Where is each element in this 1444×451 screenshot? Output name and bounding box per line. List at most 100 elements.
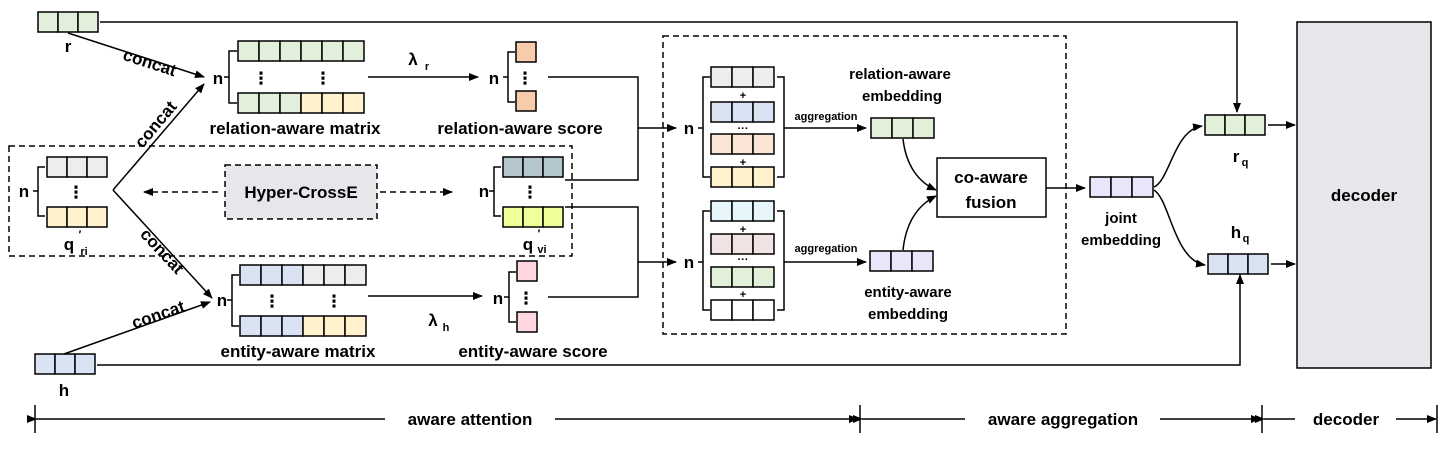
entity-stack-plus-1: + — [740, 224, 746, 236]
concat-label-r: concat — [121, 45, 179, 80]
vector-cell — [731, 166, 754, 188]
vector-cell — [300, 40, 323, 62]
relation-embedding-label-1: relation-aware — [849, 66, 951, 83]
relation-matrix-n: n — [213, 69, 223, 88]
lambda-r-subscript: r — [425, 61, 430, 73]
relation-matrix-row-top — [237, 40, 365, 62]
vector-cell — [1089, 176, 1112, 198]
vector-cell — [891, 117, 914, 139]
arrow-r-to-rq — [100, 21, 1241, 113]
vector-cell — [1247, 253, 1269, 275]
vector-cell — [54, 353, 76, 375]
vector-cell — [323, 264, 346, 286]
vector-cell — [321, 40, 344, 62]
relation-aware-embedding-vector — [870, 117, 935, 139]
entity-score-ellipsis: ⋮ — [518, 289, 535, 308]
relation-matrix-ellipsis-2: ⋮ — [315, 69, 332, 88]
vector-cell — [870, 117, 893, 139]
vector-cell — [323, 315, 346, 337]
vector-cell — [258, 40, 281, 62]
qri-row-top — [46, 156, 108, 178]
arrow-qvi-to-relation-aggregation — [565, 128, 639, 181]
vector-cell — [752, 101, 775, 123]
relation-stack-row-1 — [710, 66, 775, 88]
vector-cell — [239, 315, 262, 337]
vector-cell — [86, 206, 108, 228]
vector-cell — [344, 315, 367, 337]
relation-stack-plus-2: + — [740, 157, 746, 169]
qri-bracket — [33, 166, 45, 217]
qvi-row-bottom — [502, 206, 564, 228]
vector-cell — [752, 166, 775, 188]
entity-stack-n: n — [684, 253, 694, 272]
vector-cell — [321, 92, 344, 114]
vector-cell — [890, 250, 913, 272]
qri-row-bottom — [46, 206, 108, 228]
arrow-h-to-hq — [97, 274, 1244, 366]
vector-cell — [752, 200, 775, 222]
vector-cell — [260, 315, 283, 337]
vector-cell — [911, 250, 934, 272]
decoder-block-label: decoder — [1331, 186, 1398, 205]
vector-cell — [502, 156, 524, 178]
arrow-entity-score-to-aggregation — [548, 262, 639, 298]
vector-cell — [515, 90, 537, 112]
entity-stack-row-3 — [710, 266, 775, 288]
vector-cell — [912, 117, 935, 139]
vector-cell — [710, 101, 733, 123]
vector-cell — [516, 260, 538, 282]
entity-score-bracket — [504, 271, 516, 323]
vector-cell — [522, 156, 544, 178]
qri-subscript: ri — [80, 246, 87, 258]
vector-cell — [344, 264, 367, 286]
rq-label: r — [1233, 147, 1240, 166]
joint-embedding-vector — [1089, 176, 1154, 198]
aggregation-dashed-region — [662, 35, 1067, 335]
arrow-qvi-to-entity-aggregation — [565, 206, 677, 266]
vector-cell — [342, 40, 365, 62]
entity-score-n: n — [493, 289, 503, 308]
qvi-bracket — [489, 166, 501, 217]
vector-cell — [731, 266, 754, 288]
entity-stack-plus-2: + — [740, 289, 746, 301]
concat-label-qri-down: concat — [136, 225, 187, 278]
co-aware-fusion-box — [936, 157, 1047, 218]
vector-cell — [66, 156, 88, 178]
hq-vector — [1207, 253, 1269, 275]
entity-score-top-cell — [516, 260, 538, 282]
arrow-qri-concat-up — [112, 83, 205, 191]
vector-cell — [731, 200, 754, 222]
vector-cell — [300, 92, 323, 114]
vector-cell — [74, 353, 96, 375]
decoder-block — [1296, 21, 1432, 369]
vector-cell — [516, 311, 538, 333]
vector-cell — [77, 11, 99, 33]
qri-ellipsis: ⋮ — [68, 183, 85, 202]
qvi-subscript: vi — [537, 244, 546, 256]
vector-cell — [1227, 253, 1249, 275]
arrow-h-concat — [63, 301, 211, 355]
vector-cell — [46, 206, 68, 228]
joint-label-2: embedding — [1081, 232, 1161, 249]
vector-cell — [502, 206, 524, 228]
vector-cell — [239, 264, 262, 286]
input-h-label: h — [59, 381, 69, 400]
vector-cell — [542, 206, 564, 228]
relation-score-bottom-cell — [515, 90, 537, 112]
qri-n: n — [19, 182, 29, 201]
relation-stack-bracket — [698, 76, 710, 178]
co-aware-label-1: co-aware — [954, 168, 1028, 187]
vector-cell — [542, 156, 564, 178]
qvi-prime: ′ — [538, 228, 541, 240]
joint-label-1: joint — [1104, 210, 1137, 227]
arrow-r-concat — [67, 32, 205, 79]
entity-stack-row-1 — [710, 200, 775, 222]
qvi-label: q — [523, 235, 533, 254]
vector-cell — [34, 353, 56, 375]
stage-label-decoder: decoder — [1313, 410, 1380, 429]
entity-matrix-row-top — [239, 264, 367, 286]
relation-embedding-label-2: embedding — [862, 88, 942, 105]
vector-cell — [37, 11, 59, 33]
